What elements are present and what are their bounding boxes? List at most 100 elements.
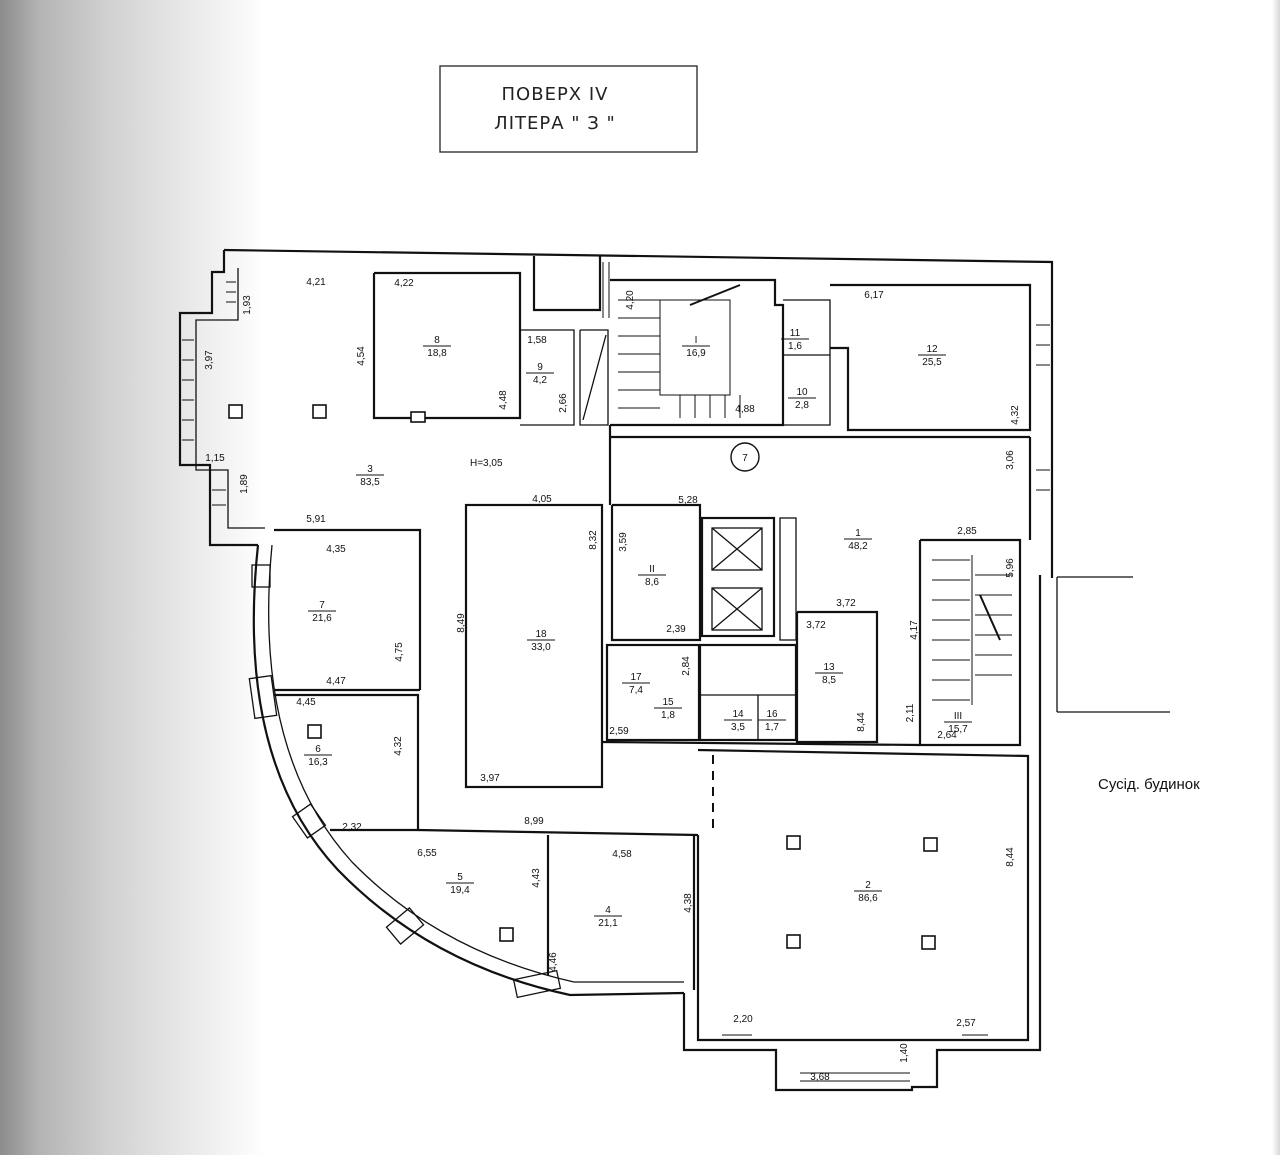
room-label-9: 94,2 (526, 362, 554, 386)
room-area: 18,8 (427, 348, 447, 359)
room-area: 15,7 (948, 724, 968, 735)
room-number: 13 (823, 662, 835, 673)
stair-III (932, 555, 1012, 705)
room-number: 6 (315, 744, 321, 755)
dimension-label: 4,32 (393, 736, 404, 756)
dimension-label: 4,75 (394, 642, 405, 662)
dimension-label: 3,72 (836, 598, 856, 609)
dimension-label: 4,45 (296, 697, 316, 708)
room-area: 7,4 (629, 685, 643, 696)
letter-title: ЛІТЕРА " З " (494, 113, 616, 134)
room-label-12: 12 25,5 (918, 344, 946, 368)
room-number: 1 (855, 528, 861, 539)
floor-title: ПОВЕРХ IV (502, 84, 609, 105)
room-area: 8,5 (822, 675, 836, 686)
scan-shadow-right (1272, 0, 1280, 1155)
room-label-8: 818,8 (423, 335, 451, 359)
dimension-label: 1,58 (527, 335, 547, 346)
title-box: ПОВЕРХ IV ЛІТЕРА " З " (439, 65, 698, 153)
room-area: 16,3 (308, 757, 328, 768)
room-label-1: 148,2 (844, 528, 872, 552)
dimension-label: 4,32 (1010, 405, 1021, 425)
dimension-label: 2,85 (957, 526, 977, 537)
room-number: 9 (537, 362, 543, 373)
room-label-17: 177,4 (622, 672, 650, 696)
dimension-label: 3,72 (806, 620, 826, 631)
room-area: 33,0 (531, 642, 551, 653)
neighbor-building: Сусід. будинок (1056, 576, 1200, 793)
room-area: 83,5 (360, 477, 380, 488)
room-number: 4 (605, 905, 611, 916)
dimension-labels: 4,211,934,224,544,481,582,664,204,886,17… (204, 277, 1021, 1083)
dimension-label: 4,35 (326, 544, 346, 555)
dimension-label: 2,59 (609, 726, 629, 737)
room-area: 2,8 (795, 400, 809, 411)
dimension-label: 2,57 (956, 1018, 976, 1029)
room-area: 21,1 (598, 918, 618, 929)
dimension-label: 5,96 (1005, 558, 1016, 578)
ceiling-height: Н=3,05 (470, 458, 503, 469)
room-number: 8 (434, 335, 440, 346)
dimension-label: 2,64 (937, 730, 957, 741)
dimension-label: 4,47 (326, 676, 346, 687)
dimension-label: 6,55 (417, 848, 437, 859)
room-area: 1,8 (661, 710, 675, 721)
room-number: 18 (535, 629, 547, 640)
dimension-label: 5,28 (678, 495, 698, 506)
dimension-label: 4,38 (683, 893, 694, 913)
room-area: 1,6 (788, 341, 802, 352)
columns (228, 404, 938, 950)
neighbor-label: Сусід. будинок (1098, 776, 1200, 793)
room-label-6: 616,3 (304, 744, 332, 768)
dimension-label: 3,59 (618, 532, 629, 552)
dimension-label: 3,97 (204, 350, 215, 370)
dimension-label: 2,66 (558, 393, 569, 413)
dimension-label: 4,05 (532, 494, 552, 505)
room-area: 8,6 (645, 577, 659, 588)
room-area: 48,2 (848, 541, 868, 552)
dimension-label: 1,89 (239, 474, 250, 494)
room-number: 15 (662, 697, 674, 708)
room-label-2: 286,6 (854, 880, 882, 904)
dimension-label: 4,22 (394, 278, 414, 289)
dimension-label: 2,32 (342, 822, 362, 833)
dimension-label: 2,11 (905, 703, 916, 722)
room-label-I: I16,9 (682, 335, 710, 359)
room-area: 21,6 (312, 613, 332, 624)
dimension-label: 4,88 (735, 404, 755, 415)
stair-I (602, 262, 741, 418)
room-number: 5 (457, 872, 463, 883)
room-label-18: 18 33,0 (527, 629, 555, 653)
circle-mark-label: 7 (742, 453, 748, 464)
room-number: 14 (732, 709, 744, 720)
room-number: II (649, 564, 655, 575)
dimension-label: 6,17 (864, 290, 884, 301)
room-number: 12 (926, 344, 938, 355)
room-number: 10 (796, 387, 808, 398)
dimension-label: 5,91 (306, 514, 326, 525)
room-label-10: 102,8 (788, 387, 816, 411)
dimension-label: 4,48 (498, 390, 509, 410)
room-labels: 148,2286,6383,5421,1519,4616,3721,6818,8… (304, 328, 972, 929)
room-number: 16 (766, 709, 778, 720)
dimension-label: 1,15 (205, 453, 225, 464)
room-number: I (695, 335, 698, 346)
room-number: 3 (367, 464, 373, 475)
dimension-label: 2,39 (666, 624, 686, 635)
room-number: III (954, 711, 962, 722)
room-label-III: III 15,7 (944, 711, 972, 735)
room-label-13: 138,5 (815, 662, 843, 686)
room-label-5: 519,4 (446, 872, 474, 896)
dimension-label: 4,17 (909, 620, 920, 640)
dimension-label: 4,58 (612, 849, 632, 860)
dimension-label: 8,44 (1005, 847, 1016, 867)
interior-walls (274, 256, 1032, 1042)
room-label-7: 721,6 (308, 600, 336, 624)
room-number: 17 (630, 672, 642, 683)
room-area: 4,2 (533, 375, 547, 386)
room-area: 25,5 (922, 357, 942, 368)
dimension-label: 2,20 (733, 1014, 753, 1025)
room-area: 3,5 (731, 722, 745, 733)
dimension-label: 8,32 (588, 530, 599, 550)
